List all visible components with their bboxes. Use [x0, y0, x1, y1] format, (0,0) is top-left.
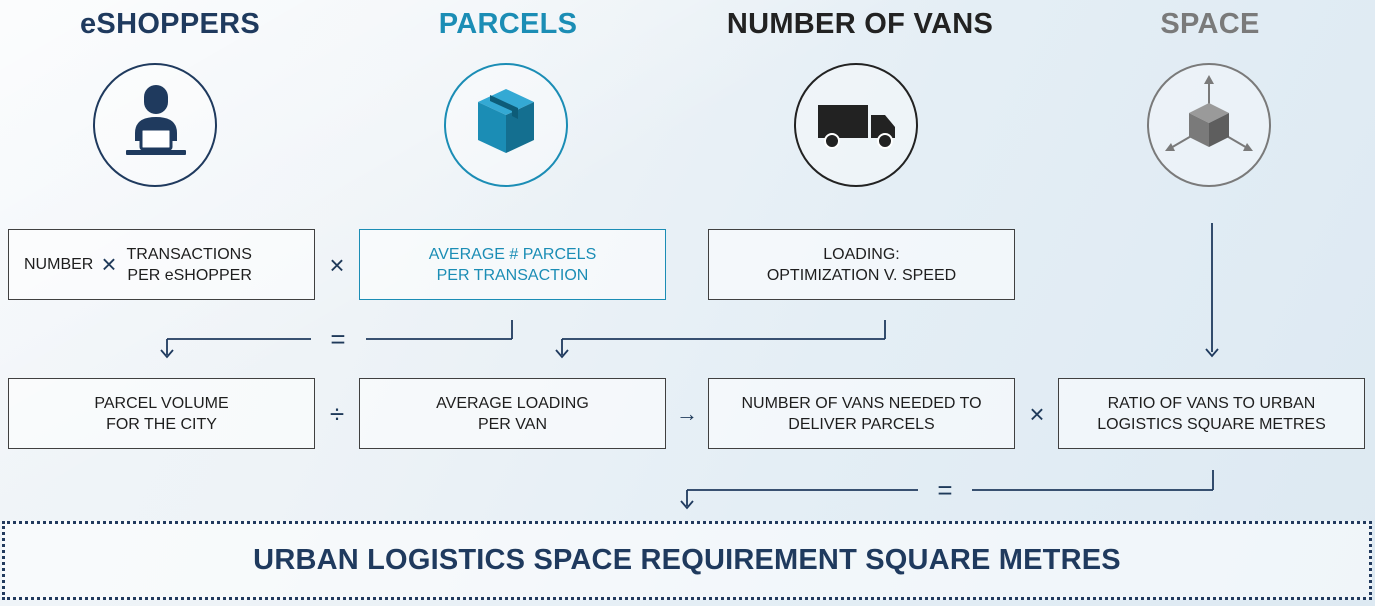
number-transactions-box: NUMBER × TRANSACTIONS PER eSHOPPER [8, 229, 315, 300]
average-parcels-line2: PER TRANSACTION [436, 266, 589, 284]
average-loading-box: AVERAGE LOADING PER VAN [359, 378, 666, 449]
header-space: SPACE [1160, 8, 1260, 40]
multiply-sign: × [329, 250, 345, 280]
equals-sign: = [330, 324, 346, 354]
multiply-sign: × [1029, 399, 1045, 429]
transactions-line2: PER eSHOPPER [127, 266, 252, 284]
vans-needed-box: NUMBER OF VANS NEEDED TO DELIVER PARCELS [708, 378, 1015, 449]
loading-box: LOADING: OPTIMIZATION V. SPEED [708, 229, 1015, 300]
vans-needed-label: NUMBER OF VANS NEEDED TO DELIVER PARCELS [741, 393, 981, 435]
parcel-volume-box: PARCEL VOLUME FOR THE CITY [8, 378, 315, 449]
space-circle [1147, 63, 1271, 187]
loading-line1: LOADING: [823, 245, 900, 263]
divide-sign: ÷ [329, 399, 345, 429]
ratio-label: RATIO OF VANS TO URBAN LOGISTICS SQUARE … [1097, 393, 1325, 435]
parcel-volume-line1: PARCEL VOLUME [94, 394, 229, 412]
ratio-line2: LOGISTICS SQUARE METRES [1097, 415, 1326, 433]
arrow-sign: → [676, 401, 698, 426]
equals-sign: = [937, 475, 953, 505]
average-parcels-line1: AVERAGE # PARCELS [428, 245, 597, 263]
multiply-sign: × [101, 249, 117, 279]
ratio-box: RATIO OF VANS TO URBAN LOGISTICS SQUARE … [1058, 378, 1365, 449]
parcels-circle [444, 63, 568, 187]
result-label: URBAN LOGISTICS SPACE REQUIREMENT SQUARE… [253, 544, 1121, 576]
vans-needed-line1: NUMBER OF VANS NEEDED TO [741, 394, 982, 412]
parcel-box-icon [478, 89, 534, 153]
transactions-line1: TRANSACTIONS [126, 245, 252, 263]
loading-label: LOADING: OPTIMIZATION V. SPEED [767, 244, 956, 286]
parcel-volume-line2: FOR THE CITY [106, 415, 217, 433]
number-label: NUMBER [24, 256, 94, 273]
average-loading-line1: AVERAGE LOADING [436, 394, 589, 412]
vans-needed-line2: DELIVER PARCELS [788, 415, 935, 433]
person-at-laptop-icon [126, 85, 186, 155]
transactions-label: TRANSACTIONS PER eSHOPPER [127, 244, 252, 286]
ratio-line1: RATIO OF VANS TO URBAN [1107, 394, 1316, 412]
loading-line2: OPTIMIZATION V. SPEED [766, 266, 957, 284]
header-parcels: PARCELS [438, 8, 578, 40]
header-number-of-vans: NUMBER OF VANS [726, 8, 994, 40]
header-eshoppers: eSHOPPERS [80, 8, 260, 40]
average-parcels-box: AVERAGE # PARCELS PER TRANSACTION [359, 229, 666, 300]
average-loading-label: AVERAGE LOADING PER VAN [436, 393, 589, 435]
delivery-van-icon [818, 105, 895, 149]
average-parcels-label: AVERAGE # PARCELS PER TRANSACTION [429, 244, 596, 286]
parcel-volume-label: PARCEL VOLUME FOR THE CITY [94, 393, 228, 435]
average-loading-line2: PER VAN [477, 415, 548, 433]
space-cube-icon [1165, 75, 1253, 151]
result-box: URBAN LOGISTICS SPACE REQUIREMENT SQUARE… [2, 521, 1372, 600]
vans-circle [794, 63, 918, 187]
eshopper-circle [93, 63, 217, 187]
